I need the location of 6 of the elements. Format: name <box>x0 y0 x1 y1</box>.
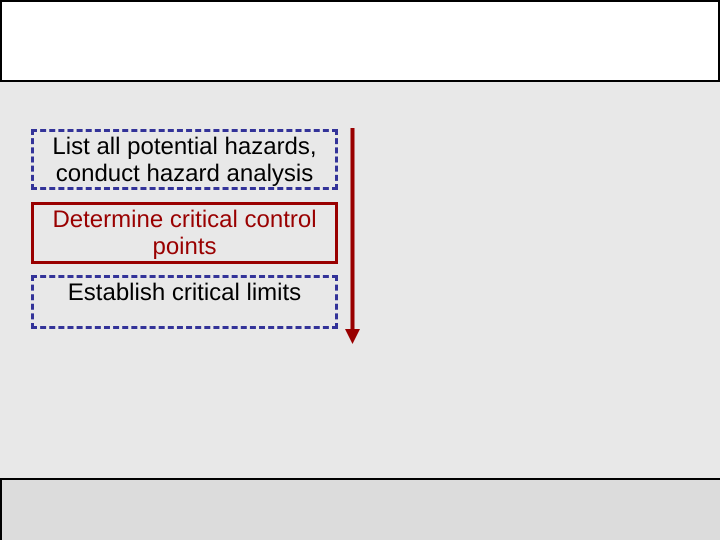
process-box <box>31 275 338 329</box>
process-box <box>31 129 338 190</box>
box-text: List all potential hazards, conduct hazard analysis <box>51 132 318 186</box>
process-box <box>31 202 338 264</box>
box-text: Establish critical limits <box>68 279 302 306</box>
box-text: Determine critical control points <box>51 206 318 260</box>
